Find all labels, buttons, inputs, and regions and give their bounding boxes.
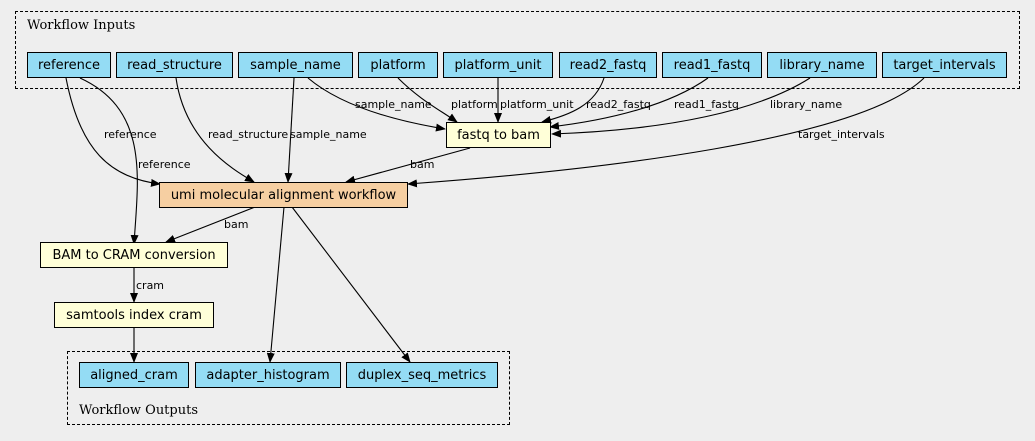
edge-label-read-structure-umi: read_structure [208, 128, 288, 141]
edge-fastq-umi [345, 147, 471, 184]
edge-sample-name-umi [284, 77, 295, 183]
input-read-structure[interactable]: read_structure [116, 52, 233, 78]
task-samtools-index-cram[interactable]: samtools index cram [54, 302, 214, 328]
edge-library-fastq [551, 77, 811, 138]
input-platform-unit[interactable]: platform_unit [443, 52, 553, 78]
task-fastq-to-bam[interactable]: fastq to bam [446, 122, 551, 148]
output-duplex-seq-metrics[interactable]: duplex_seq_metrics [346, 362, 498, 388]
input-reference[interactable]: reference [27, 52, 111, 78]
edge-label-cram: cram [136, 279, 164, 292]
input-platform[interactable]: platform [358, 52, 438, 78]
edge-read2-fastq [541, 77, 605, 124]
workflow-inputs-cluster: Workflow Inputs [15, 11, 1020, 89]
edge-label-reference-umi: reference [104, 128, 157, 141]
input-library-name[interactable]: library_name [767, 52, 877, 78]
edge-umi-adapter-histogram [266, 206, 285, 363]
edge-label-sample-name-fastq: sample_name [355, 98, 432, 111]
edge-reference-umi [65, 77, 161, 187]
edge-umi-cram [165, 206, 256, 243]
output-aligned-cram[interactable]: aligned_cram [79, 362, 189, 388]
workflow-outputs-cluster: Workflow Outputs [67, 351, 510, 425]
edge-label-platform-unit-fastq: platform_unit [500, 98, 574, 111]
edge-label-target-intervals-umi: target_intervals [798, 128, 885, 141]
edge-label-reference-cram: reference [138, 158, 191, 171]
edge-sample-name-fastq [307, 77, 446, 132]
edge-label-platform-fastq: platform [451, 98, 498, 111]
edge-label-library-name-fastq: library_name [770, 98, 842, 111]
task-bam-to-cram[interactable]: BAM to CRAM conversion [40, 242, 228, 268]
edge-label-read2-fastq: read2_fastq [586, 98, 651, 111]
edge-reference-cram [79, 77, 139, 245]
subworkflow-umi-alignment[interactable]: umi molecular alignment workflow [159, 182, 408, 208]
edge-label-fastq-bam: bam [410, 158, 434, 171]
edge-umi-duplex-metrics [291, 206, 411, 363]
input-sample-name[interactable]: sample_name [238, 52, 353, 78]
workflow-inputs-label: Workflow Inputs [27, 18, 136, 33]
edge-read1-fastq [549, 77, 709, 130]
edge-read-structure-umi [175, 77, 255, 183]
edge-label-read1-fastq: read1_fastq [674, 98, 739, 111]
edge-target-intervals-umi [407, 77, 925, 188]
output-adapter-histogram[interactable]: adapter_histogram [195, 362, 341, 388]
workflow-outputs-label: Workflow Outputs [79, 403, 198, 418]
edge-label-sample-name-umi: sample_name [290, 128, 367, 141]
edge-label-umi-bam: bam [224, 218, 248, 231]
input-target-intervals[interactable]: target_intervals [882, 52, 1007, 78]
input-read2-fastq[interactable]: read2_fastq [559, 52, 657, 78]
edge-platform-fastq [397, 77, 458, 123]
input-read1-fastq[interactable]: read1_fastq [662, 52, 762, 78]
